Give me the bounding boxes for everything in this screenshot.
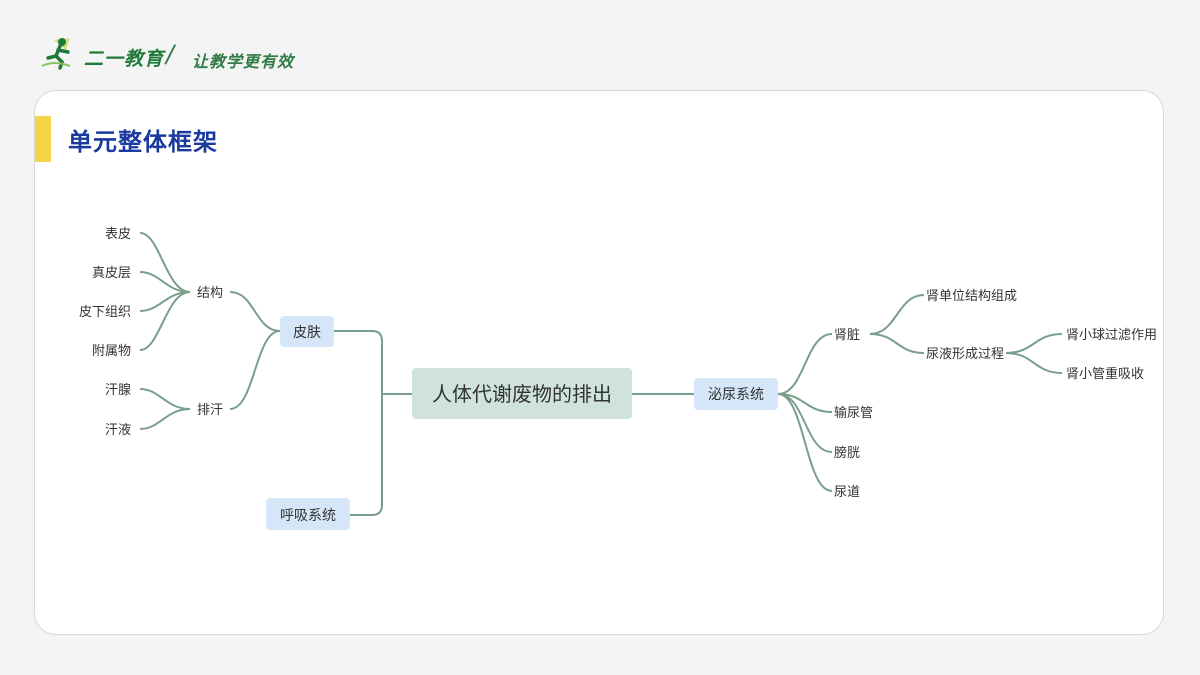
header: 二一教育 / 让教学更有效 [40,36,440,76]
leaf-dermis: 真皮层 [92,266,131,281]
branch-node-urinary: 泌尿系统 [694,378,778,410]
leaf-glomerular-filtration: 肾小球过滤作用 [1066,328,1157,343]
node-sweat: 排汗 [197,403,223,418]
connector-lines [139,232,1063,516]
node-urethra: 尿道 [834,485,860,500]
title-accent-bar [35,116,51,162]
root-label: 人体代谢废物的排出 [432,382,612,406]
page-title: 单元整体框架 [68,128,218,156]
node-ureter: 输尿管 [834,405,873,421]
root-node: 人体代谢废物的排出 [412,368,632,419]
content-card [34,90,1164,635]
branch-label-skin: 皮肤 [293,325,321,341]
brand-slogan: 让教学更有效 [192,52,295,71]
node-structure: 结构 [197,286,223,301]
node-bladder: 膀胱 [834,445,860,461]
brand-name: 二一教育 [84,48,165,70]
leaf-subcutaneous: 皮下组织 [79,305,131,320]
leaf-sweat-fluid: 汗液 [105,423,131,438]
leaf-epidermis: 表皮 [105,227,131,242]
leaf-tubular-reabsorption: 肾小管重吸收 [1066,366,1144,382]
node-nephron-structure: 肾单位结构组成 [926,289,1017,304]
branch-node-skin: 皮肤 [280,316,334,347]
branch-label-respiration: 呼吸系统 [280,508,336,524]
node-urine-formation: 尿液形成过程 [926,347,1004,362]
branch-node-respiration: 呼吸系统 [266,498,350,530]
header-divider: / [166,40,175,68]
branch-label-urinary: 泌尿系统 [708,387,764,403]
running-figure-logo-icon [41,38,71,70]
leaf-sweat-gland: 汗腺 [105,383,131,398]
leaf-appendages: 附属物 [92,344,131,359]
node-kidney: 肾脏 [834,328,860,343]
